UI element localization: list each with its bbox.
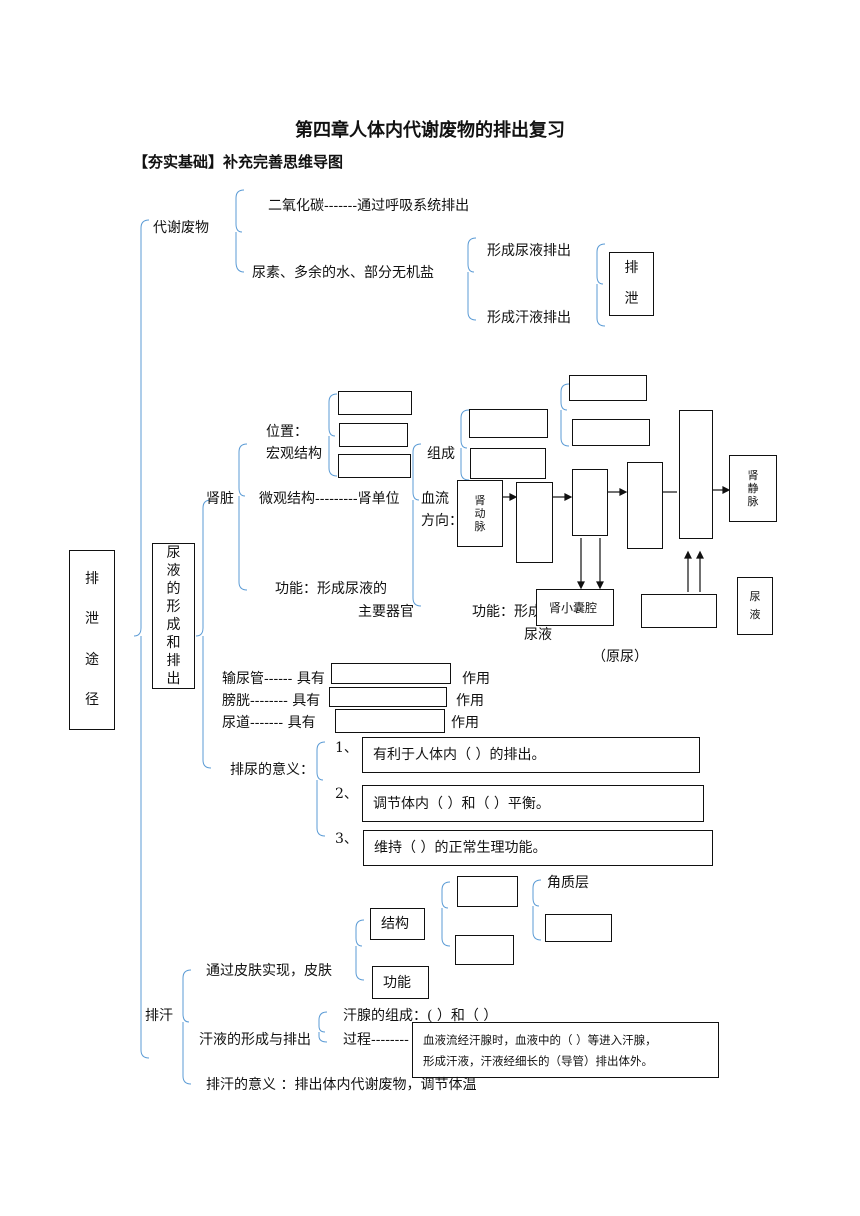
answer-box[interactable] [457,876,518,907]
significance-box-2: 调节体内（ ）和（ ）平衡。 [362,785,704,822]
urine-route: 形成尿液排出 [487,243,571,259]
effect-label: 作用 [451,715,479,731]
root-char: 途 [85,651,99,668]
process-text-1: 血液流经汗腺时，血液中的（ ）等进入汗腺， [423,1033,657,1047]
answer-box[interactable] [572,469,608,536]
number-3: 3、 [335,831,358,847]
excretion-char: 泄 [624,291,639,307]
structure-box: 结构 [370,908,425,940]
significance-2: 调节体内（ ）和（ ）平衡。 [373,795,550,812]
stratum-label: 角质层 [547,875,589,891]
answer-box[interactable] [338,454,411,478]
answer-box[interactable] [627,462,663,549]
root-char: 排 [85,570,99,587]
answer-box[interactable] [679,410,713,539]
significance-3: 维持（ ）的正常生理功能。 [374,840,547,856]
renal-vein-box: 肾静脉 [729,455,777,522]
urine-box: 尿液 [737,577,773,635]
number-1: 1、 [335,740,358,756]
capsule-label: 肾小囊腔 [549,600,598,615]
co2-line: 二氧化碳-------通过呼吸系统排出 [268,198,470,214]
primary-urine-label: （原尿） [592,649,648,665]
urine-box-label: 尿液 [749,590,761,621]
answer-box[interactable] [338,391,412,415]
gland-label: 汗腺的组成：( ）和（ ） [343,1008,498,1024]
answer-box[interactable] [470,448,546,479]
sweat-route: 形成汗液排出 [487,310,571,326]
answer-box[interactable] [516,482,553,563]
answer-box[interactable] [641,594,717,628]
effect-label: 作用 [456,693,484,709]
significance-box-1: 有利于人体内（ ）的排出。 [362,737,700,773]
urine-section-label: 尿液的形成和排出 [166,545,181,687]
number-2: 2、 [335,786,358,802]
process-box: 血液流经汗腺时，血液中的（ ）等进入汗腺， 形成汗液，汗液经细长的（导管）排出体… [412,1022,719,1078]
blood-flow-label: 血流 [421,491,449,507]
effect-label: 作用 [462,671,490,687]
significance-1: 有利于人体内（ ）的排出。 [373,747,546,763]
function-label: 功能：形成尿液的 [275,581,387,597]
bladder-label: 膀胱-------- 具有 [222,693,321,709]
answer-box[interactable] [572,419,650,446]
page-subtitle: 【夯实基础】补充完善思维导图 [133,153,344,171]
urethra-label: 尿道------- 具有 [222,715,316,731]
answer-box[interactable] [569,375,647,401]
structure-label: 结构 [381,916,409,932]
function-box: 功能 [372,966,429,999]
blood-flow-label: 方向： [421,513,463,529]
answer-box[interactable] [329,687,447,707]
capsule-box: 肾小囊腔 [536,589,614,626]
significance-box-3: 维持（ ）的正常生理功能。 [363,830,713,866]
macro-label: 宏观结构 [266,446,322,462]
root-char: 径 [85,692,99,709]
answer-box[interactable] [335,709,445,733]
urine-word: 尿液 [524,627,552,643]
micro-label: 微观结构---------肾单位 [259,491,400,507]
ureter-label: 输尿管------ 具有 [222,671,325,687]
kidney-label: 肾脏 [206,491,234,507]
function-label: 功能 [383,974,411,991]
process-text-2: 形成汗液，汗液经细长的（导管）排出体外。 [423,1054,653,1068]
main-organ-label: 主要器官 [358,604,414,620]
compose-label: 组成 [427,446,455,462]
answer-box[interactable] [455,935,514,965]
answer-box[interactable] [545,914,612,942]
sweat-label: 排汗 [145,1008,173,1024]
renal-artery-label: 肾动脉 [474,494,486,533]
answer-box[interactable] [331,663,451,684]
renal-artery-box: 肾动脉 [457,480,503,547]
root-box: 排 泄 途 径 [69,550,115,730]
excretion-box: 排 泄 [609,252,654,316]
process-label: 过程-------- [343,1032,409,1048]
answer-box[interactable] [339,423,408,447]
waste-label: 代谢废物 [153,220,209,236]
position-label: 位置： [266,424,308,440]
answer-box[interactable] [469,409,548,438]
root-char: 泄 [85,611,99,628]
page-title: 第四章人体内代谢废物的排出复习 [295,120,565,141]
skin-label: 通过皮肤实现，皮肤 [206,963,332,979]
renal-vein-label: 肾静脉 [747,469,759,508]
significance-label: 排尿的意义： [230,762,314,778]
function2-label: 功能：形成 [472,604,542,620]
urine-section-box: 尿液的形成和排出 [152,543,195,689]
excretion-char: 排 [624,260,639,276]
meaning-label: 排汗的意义 ：排出体内代谢废物，调节体温 [206,1077,477,1093]
formation-label: 汗液的形成与排出 [199,1032,311,1048]
urea-line: 尿素、多余的水、部分无机盐 [252,265,434,281]
